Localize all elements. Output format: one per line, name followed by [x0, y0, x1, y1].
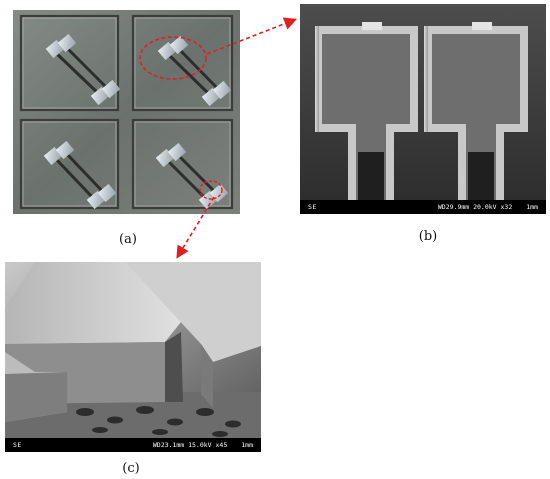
scale-label-b: 1mm [526, 203, 538, 211]
sem-panel-c: SE WD23.1mm 15.0kV x45 1mm [5, 262, 261, 452]
cantilever-group-a2 [157, 35, 232, 107]
scale-label-c: 1mm [241, 441, 253, 449]
detector-label-b: SE [308, 203, 317, 211]
detector-label-c: SE [13, 441, 22, 449]
caption-a: (a) [119, 232, 137, 247]
photo-panel-a [13, 10, 240, 214]
sem-info-bar-b: SE WD29.9mm 20.0kV x32 1mm [300, 200, 546, 214]
cantilever-group-a1 [45, 33, 121, 106]
sem-c-graphic [5, 262, 261, 438]
sem-b-graphic [300, 4, 546, 200]
photo-a-graphic [13, 10, 240, 214]
sem-panel-b: SE WD29.9mm 20.0kV x32 1mm [300, 4, 546, 214]
imaging-settings-b: WD29.9mm 20.0kV x32 [437, 203, 513, 211]
imaging-settings-c: WD23.1mm 15.0kV x45 [152, 441, 228, 449]
cantilever-group-a3 [43, 140, 117, 210]
sem-info-bar-c: SE WD23.1mm 15.0kV x45 1mm [5, 438, 261, 452]
caption-b: (b) [418, 229, 438, 244]
caption-c: (c) [122, 461, 140, 476]
highlight-ellipse-top [139, 36, 207, 80]
